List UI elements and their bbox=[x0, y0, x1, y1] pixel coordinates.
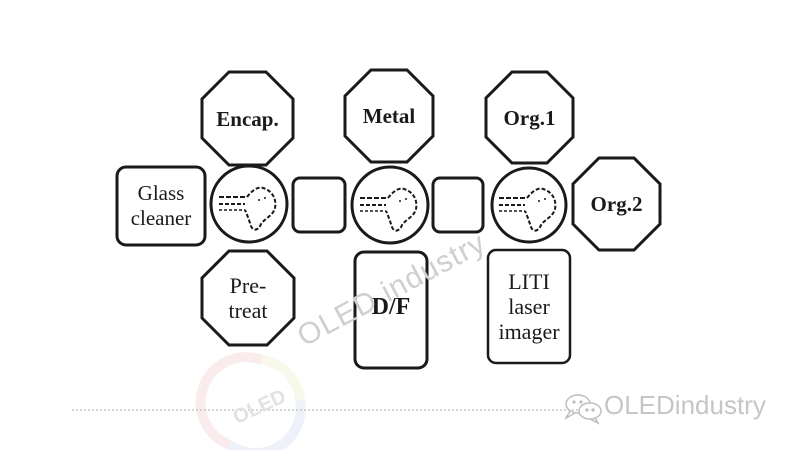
encap-chamber bbox=[200, 70, 295, 167]
transfer-robot-2 bbox=[350, 165, 430, 245]
pretreat-label: Pre- treat bbox=[228, 273, 268, 323]
metal-chamber bbox=[343, 68, 435, 164]
org1-label: Org.1 bbox=[503, 105, 556, 130]
buffer-chamber-2 bbox=[431, 176, 485, 234]
brand-watermark: OLEDindustry bbox=[604, 390, 766, 420]
org1-chamber bbox=[484, 70, 575, 165]
org2-label: Org.2 bbox=[590, 191, 643, 216]
transfer-robot-1 bbox=[209, 164, 289, 244]
glass-cleaner-chamber bbox=[115, 165, 207, 247]
chat-bubbles-icon bbox=[564, 394, 602, 425]
org2-chamber bbox=[571, 156, 662, 252]
liti-label: LITI laser imager bbox=[498, 268, 560, 344]
df-chamber bbox=[353, 250, 429, 370]
metal-label: Metal bbox=[362, 103, 416, 128]
pretreat-chamber bbox=[200, 249, 296, 347]
transfer-robot-3 bbox=[490, 166, 568, 244]
encap-label: Encap. bbox=[216, 106, 279, 131]
liti-chamber bbox=[486, 248, 572, 365]
df-label: D/F bbox=[371, 293, 411, 320]
glass-cleaner-label: Glass cleaner bbox=[130, 181, 192, 230]
buffer-chamber-1 bbox=[291, 176, 347, 234]
